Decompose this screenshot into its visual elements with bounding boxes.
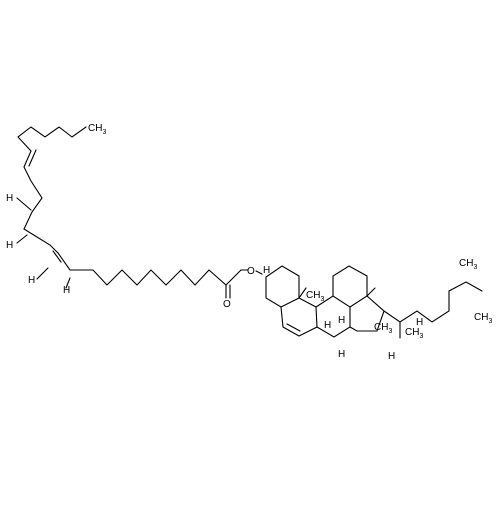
c13-methyl-label: CH3 [374, 322, 392, 335]
c10-methyl-label: CH3 [306, 290, 324, 303]
h14-label: H [338, 349, 345, 360]
fatty-acid-chain: H H H H CH3 [6, 123, 242, 296]
side-methyl-top-label: CH3 [459, 258, 477, 271]
c20-methyl-label: CH3 [405, 327, 423, 340]
ester-oxygen-label: O [247, 266, 255, 277]
h17-label: H [388, 351, 395, 362]
side-methyl-right-label: CH3 [474, 312, 492, 325]
carbonyl-oxygen-label: O [223, 299, 231, 310]
olefin-h-4: H [63, 285, 70, 296]
h20-label: H [416, 317, 423, 328]
h3-label: H [263, 265, 270, 276]
terminal-methyl-label: CH3 [88, 123, 106, 136]
olefin-h-1: H [6, 193, 13, 204]
ester-group: O O [223, 266, 263, 310]
h9-label: H [324, 320, 331, 331]
sterol-core: CH3 CH3 H H H H H [263, 265, 395, 362]
h8-label: H [338, 315, 345, 326]
olefin-h-2: H [6, 240, 13, 251]
isooctyl-side-chain: CH3 H CH3 CH3 [383, 258, 492, 340]
olefin-h-3: H [28, 275, 35, 286]
